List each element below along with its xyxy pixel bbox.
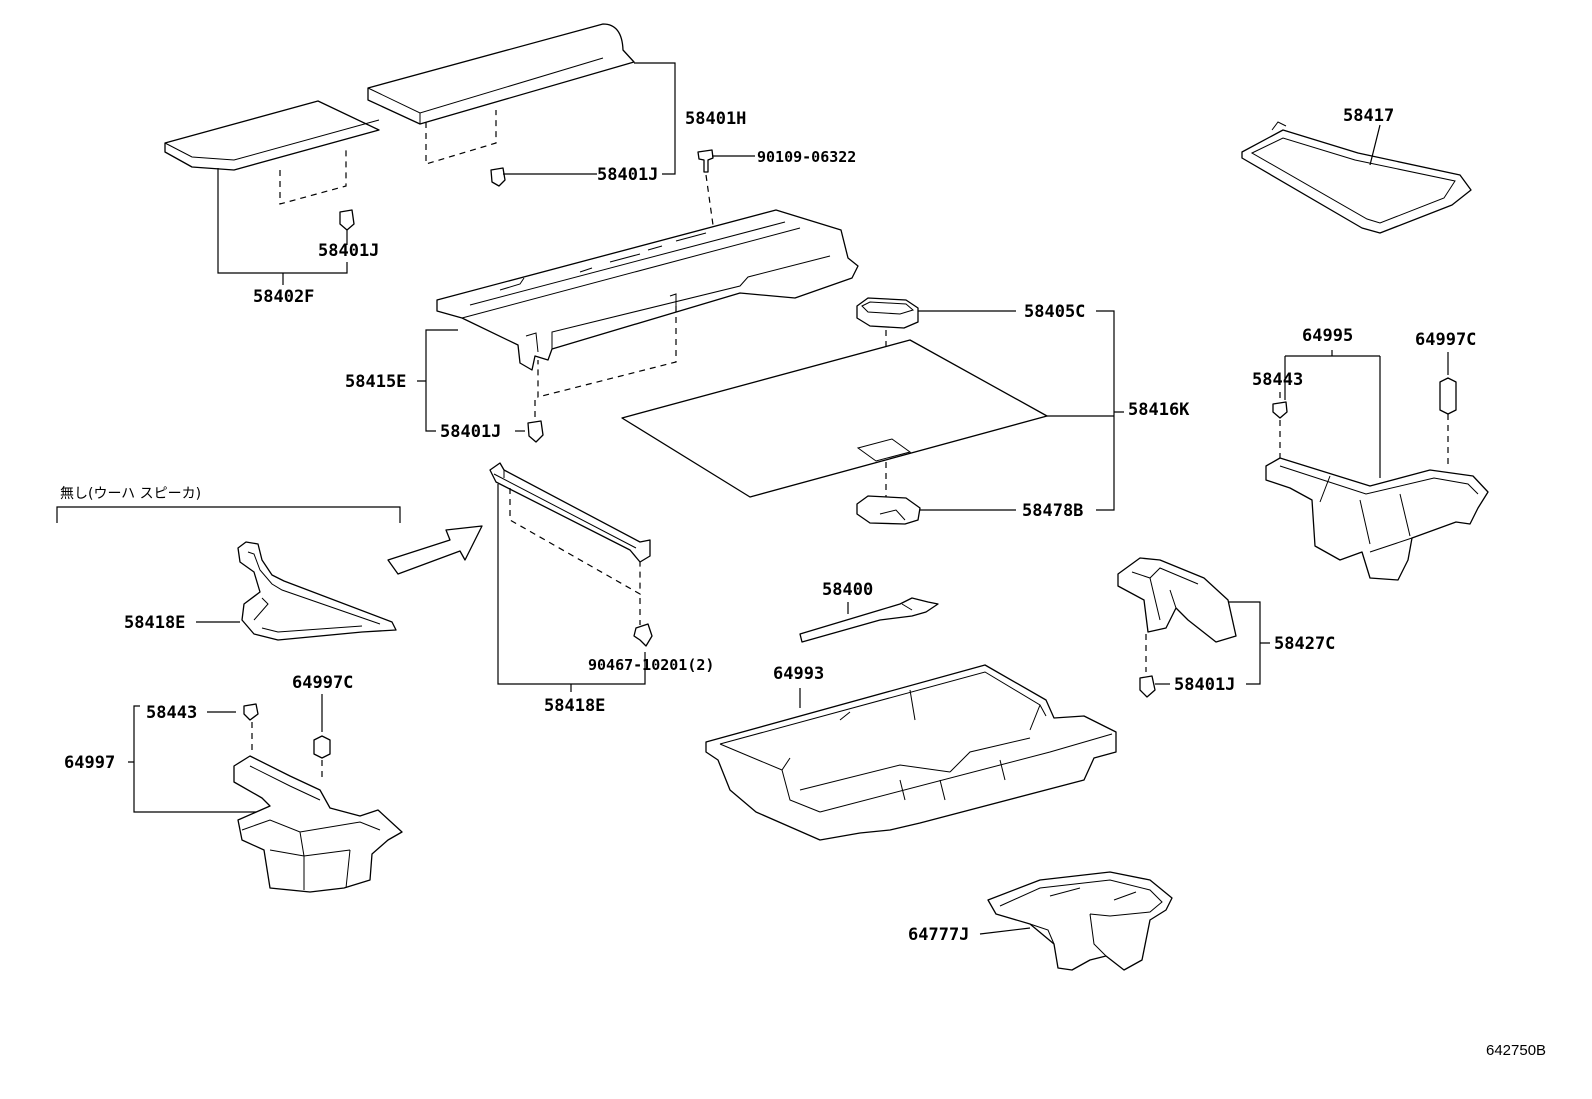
bolt-90109 [697,149,714,173]
diagram-id: 642750B [1486,1042,1546,1059]
bracket-64997 [233,755,403,893]
label-58405c: 58405C [1024,302,1085,322]
label-58402f: 58402F [253,287,314,307]
label-64995: 64995 [1302,326,1353,346]
label-64997c-left: 64997C [292,673,353,693]
clip-58443-right [1272,401,1288,419]
label-64997c-right: 64997C [1415,330,1476,350]
speaker-cover-58418e-left [237,541,397,641]
clip-58401j-b [339,209,355,231]
label-64993: 64993 [773,664,824,684]
label-58418e-left: 58418E [124,613,185,633]
bracket-64995 [1265,457,1489,581]
label-58443-left: 58443 [146,703,197,723]
panel-58417 [1241,121,1472,234]
label-58416k: 58416K [1128,400,1190,420]
speaker-cover-58418e-center [489,462,651,563]
hook-58478b [856,495,921,525]
storage-tray-64993 [705,664,1117,841]
label-58401h: 58401H [685,109,746,129]
deck-board-58402f [164,100,380,171]
label-58415e: 58415E [345,372,406,392]
bracket-58427c [1117,557,1237,643]
nut-64997c-right [1439,377,1457,415]
label-58401j-b: 58401J [318,241,379,261]
hook-58405c [856,297,919,329]
label-90109-06322: 90109-06322 [757,148,856,166]
nut-64997c-left [313,735,331,759]
note-text: 無し(ウーハ スピーカ) [60,486,201,502]
clip-58401j-c [527,420,544,443]
label-58478b: 58478B [1022,501,1083,521]
label-58401j-c: 58401J [440,422,501,442]
arrow-icon [387,525,483,575]
screw-90467 [633,623,653,647]
label-58400: 58400 [822,580,873,600]
label-58401j-d: 58401J [1174,675,1235,695]
clip-58443-left [243,703,259,721]
label-64997: 64997 [64,753,115,773]
label-58443-right: 58443 [1252,370,1303,390]
tonneau-board-58401h [367,23,635,125]
deck-trim-58415e [436,209,859,371]
tray-insert-64777j [987,871,1173,971]
label-90467-10201: 90467-10201(2) [588,656,714,674]
label-58401j-a: 58401J [597,165,658,185]
strap-58400 [799,597,939,643]
label-58427c: 58427C [1274,634,1335,654]
label-58418e-center: 58418E [544,696,605,716]
floor-mat-58416k [621,339,1048,498]
clip-58401j-d [1139,675,1156,698]
label-64777j: 64777J [908,925,969,945]
clip-58401j-a [490,167,506,187]
label-58417: 58417 [1343,106,1394,126]
